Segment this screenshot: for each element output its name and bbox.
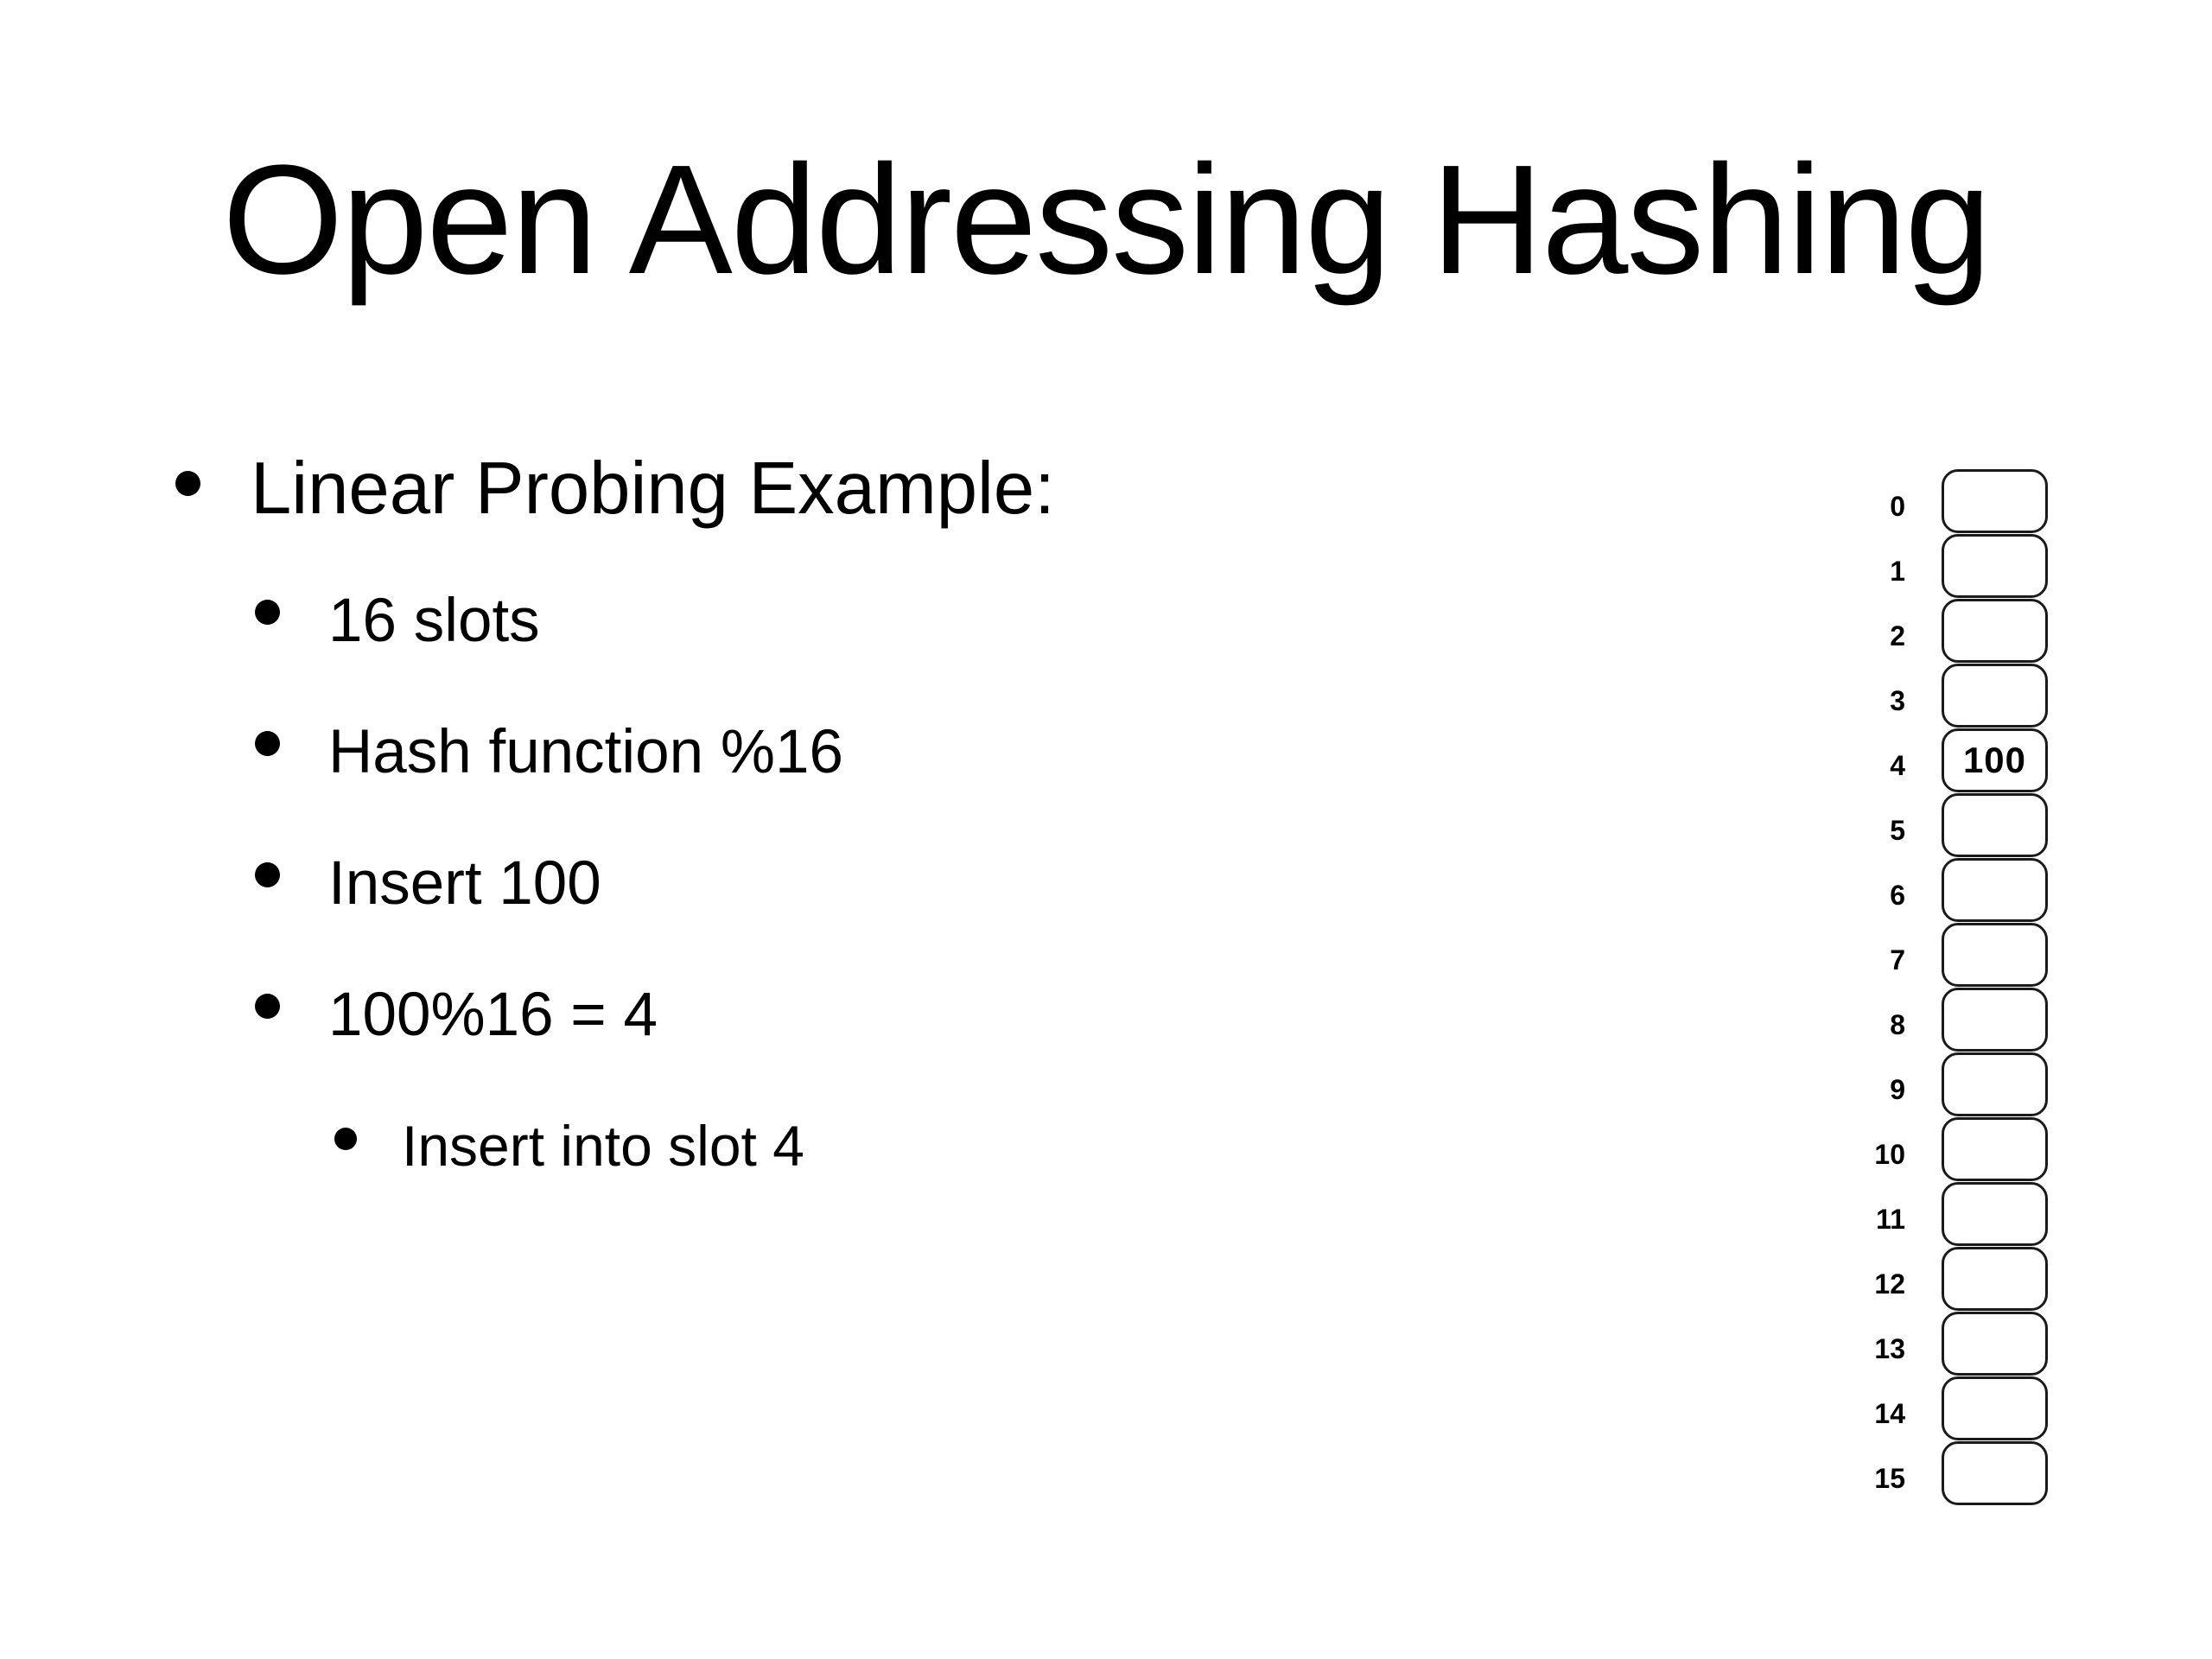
slot-row: 9 — [1827, 1052, 2052, 1116]
bullet-item: Insert into slot 4 — [334, 1112, 804, 1180]
slot-box — [1942, 923, 2048, 987]
slot-box — [1942, 1182, 2048, 1246]
bullet-dot-icon — [255, 994, 280, 1019]
slot-index-label: 12 — [1874, 1268, 1905, 1300]
slot-index-label: 3 — [1890, 684, 1905, 716]
bullet-dot-icon — [255, 731, 280, 756]
slot-index-label: 1 — [1890, 555, 1905, 587]
slot-index-label: 13 — [1874, 1332, 1905, 1364]
slot-box — [1942, 534, 2048, 598]
slot-row: 7 — [1827, 923, 2052, 987]
slot-index-label: 11 — [1876, 1203, 1905, 1235]
slot-row: 6 — [1827, 858, 2052, 922]
bullet-item: Hash function %16 — [255, 715, 843, 789]
slot-row: 8 — [1827, 988, 2052, 1052]
bullet-text: Insert into slot 4 — [402, 1114, 804, 1178]
slot-box — [1942, 664, 2048, 728]
bullet-item: Linear Probing Example: — [175, 445, 1055, 533]
slot-box — [1942, 1376, 2048, 1440]
slot-index-label: 10 — [1874, 1138, 1905, 1170]
slot-index-label: 8 — [1890, 1008, 1905, 1040]
slot-row: 5 — [1827, 793, 2052, 857]
bullet-text: 16 slots — [328, 587, 540, 655]
slot-index-label: 4 — [1890, 749, 1905, 781]
slot-row: 3 — [1827, 664, 2052, 728]
slot-row: 0 — [1827, 469, 2052, 533]
bullet-dot-icon — [175, 471, 200, 496]
slot-index-label: 9 — [1890, 1073, 1905, 1105]
bullet-dot-icon — [255, 862, 280, 887]
slot-index-label: 6 — [1890, 879, 1905, 911]
bullet-item: 100%16 = 4 — [255, 978, 658, 1052]
slot-box — [1942, 1441, 2048, 1505]
slot-row: 11 — [1827, 1182, 2052, 1246]
bullet-text: 100%16 = 4 — [328, 981, 658, 1049]
slot-index-label: 7 — [1890, 944, 1905, 976]
slot-value: 100 — [1962, 740, 2027, 780]
page-title: Open Addressing Hashing — [222, 133, 1991, 307]
slot-index-label: 5 — [1890, 814, 1905, 846]
slot-row: 14 — [1827, 1376, 2052, 1440]
slot-index-label: 15 — [1874, 1462, 1905, 1494]
slot-box — [1942, 599, 2048, 663]
slot-row: 13 — [1827, 1312, 2052, 1376]
slot-row: 12 — [1827, 1247, 2052, 1311]
slot-row: 15 — [1827, 1441, 2052, 1505]
bullet-text: Hash function %16 — [328, 718, 843, 786]
slot-row: 4 100 — [1827, 728, 2052, 792]
slot-row: 1 — [1827, 534, 2052, 598]
slot-index-label: 2 — [1890, 620, 1905, 652]
slot-box — [1942, 988, 2048, 1052]
slot-box — [1942, 793, 2048, 857]
bullet-dot-icon — [255, 600, 280, 625]
slot-box — [1942, 1117, 2048, 1181]
slot-box — [1942, 1247, 2048, 1311]
slot-index-label: 0 — [1890, 490, 1905, 522]
slot-box — [1942, 1312, 2048, 1376]
slot-box: 100 — [1942, 728, 2048, 792]
bullet-text: Insert 100 — [328, 849, 601, 918]
slot-index-label: 14 — [1874, 1397, 1905, 1429]
slot-box — [1942, 469, 2048, 533]
bullet-item: Insert 100 — [255, 847, 601, 920]
slot-box — [1942, 1052, 2048, 1116]
slot-row: 2 — [1827, 599, 2052, 663]
bullet-item: 16 slots — [255, 584, 540, 658]
bullet-text: Linear Probing Example: — [251, 448, 1055, 530]
slot-row: 10 — [1827, 1117, 2052, 1181]
slot-box — [1942, 858, 2048, 922]
bullet-dot-icon — [334, 1128, 357, 1150]
